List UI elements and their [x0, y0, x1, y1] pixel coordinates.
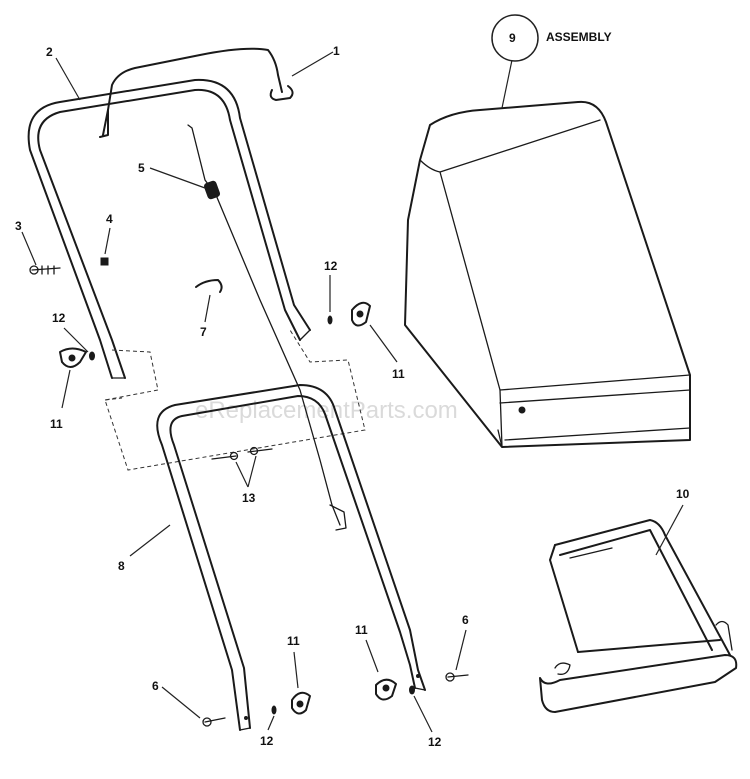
dashed-connection-lines — [104, 329, 366, 471]
part-7-clip — [195, 279, 223, 293]
label-part-13: 13 — [242, 491, 256, 505]
label-part-11d: 11 — [355, 623, 368, 637]
assembly-label: ASSEMBLY — [546, 30, 612, 44]
assembly-callout-circle — [491, 14, 539, 62]
label-part-11b: 11 — [50, 417, 63, 431]
part-13-bolts — [211, 446, 273, 461]
leader-lines — [21, 51, 684, 733]
label-part-2: 2 — [46, 45, 53, 59]
label-part-4: 4 — [106, 212, 113, 226]
part-3-bolt — [29, 265, 61, 275]
label-part-6a: 6 — [462, 613, 469, 627]
label-part-11c: 11 — [287, 634, 300, 648]
part-2-upper-handle — [27, 78, 311, 379]
part-9-grass-bag — [404, 100, 691, 448]
part-number-labels: 1 2 3 4 5 12 12 7 11 11 9 ASSEMBLY 10 13… — [15, 30, 690, 749]
label-part-9: 9 — [509, 31, 516, 45]
label-part-12a: 12 — [324, 259, 338, 273]
label-part-6b: 6 — [152, 679, 159, 693]
label-part-11a: 11 — [392, 367, 405, 381]
label-part-7: 7 — [200, 325, 207, 339]
label-part-12d: 12 — [428, 735, 442, 749]
label-part-12c: 12 — [260, 734, 274, 748]
label-part-10: 10 — [676, 487, 690, 501]
label-part-8: 8 — [118, 559, 125, 573]
part-1-bail — [99, 47, 294, 138]
label-part-3: 3 — [15, 219, 22, 233]
label-part-1: 1 — [333, 44, 340, 58]
part-12-washers — [89, 315, 415, 715]
part-8-lower-handle — [156, 384, 426, 731]
part-6-bolts — [202, 672, 469, 727]
part-4-nut — [100, 257, 109, 266]
part-5-cable — [187, 124, 347, 531]
label-part-12b: 12 — [52, 311, 66, 325]
part-11-knobs — [59, 301, 397, 715]
part-10-bag-frame — [539, 519, 738, 713]
label-part-5: 5 — [138, 161, 145, 175]
